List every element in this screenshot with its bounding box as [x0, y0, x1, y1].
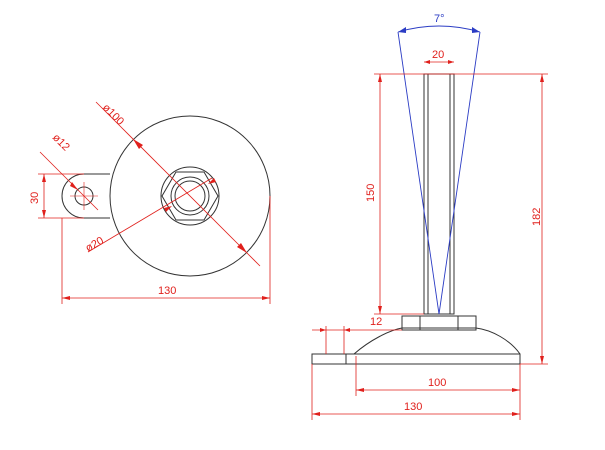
base-dome-outline [353, 327, 521, 355]
nut-height-arrow-1 [320, 328, 326, 332]
top-view: ø100 ø12 30 ø20 130 [29, 101, 271, 304]
base-width-arrow-left [356, 388, 364, 392]
stem-height-arrow-top [378, 74, 382, 82]
nut-height-arrow-2 [344, 328, 350, 332]
dia-hole-arrow [70, 182, 78, 190]
lug-height-label: 30 [29, 192, 41, 204]
dia-stem-arrow-2 [208, 178, 216, 184]
total-height-arrow-top [540, 74, 544, 82]
dia-stem-dim-line [87, 177, 213, 253]
stem-height-arrow-bottom [378, 306, 382, 314]
lug-height-arrow-bottom [42, 210, 46, 218]
mounting-lug-outline [61, 173, 110, 219]
dia-stem-arrow-1 [164, 206, 172, 212]
total-height-arrow-bottom [540, 356, 544, 364]
base-width-arrow-right [512, 388, 520, 392]
stem-outer-circle [170, 176, 210, 216]
nut-height-label: 12 [370, 316, 382, 328]
angle-line-right [438, 31, 481, 315]
dia-base-arrow-1 [133, 139, 143, 149]
hex-nut-outline [161, 171, 219, 221]
side-width-label: 130 [404, 401, 422, 413]
top-width-arrow-right [262, 296, 270, 300]
stem-height-label: 150 [365, 184, 377, 202]
stem-inner-circle [174, 180, 206, 212]
lug-height-arrow-top [42, 174, 46, 182]
stem-width-label: 20 [432, 49, 444, 61]
stem-width-arrow-right [448, 60, 454, 64]
base-plate-outline [311, 353, 521, 365]
dia-hole-dim-line [39, 151, 99, 211]
side-view: 7° 20 150 182 12 100 [311, 13, 548, 420]
top-width-arrow-left [62, 296, 70, 300]
angle-arrow-left [398, 27, 406, 33]
angle-label: 7° [434, 13, 445, 25]
total-height-label: 182 [531, 208, 543, 226]
nut-outline [401, 315, 477, 331]
nut-chamfer-circle [160, 166, 220, 226]
angle-line-left [397, 31, 440, 315]
side-width-arrow-right [512, 412, 520, 416]
angle-arrow-right [472, 27, 480, 33]
dia-stem-label: ø20 [84, 235, 106, 255]
dia-hole-label: ø12 [50, 132, 72, 154]
angle-arc [397, 25, 481, 33]
stem-width-arrow-left [424, 60, 430, 64]
base-width-label: 100 [428, 377, 446, 389]
dia-base-dim-line [95, 101, 261, 267]
side-width-arrow-left [312, 412, 320, 416]
dia-base-label: ø100 [100, 102, 126, 128]
dia-base-arrow-2 [237, 243, 247, 253]
top-width-label: 130 [158, 285, 176, 297]
